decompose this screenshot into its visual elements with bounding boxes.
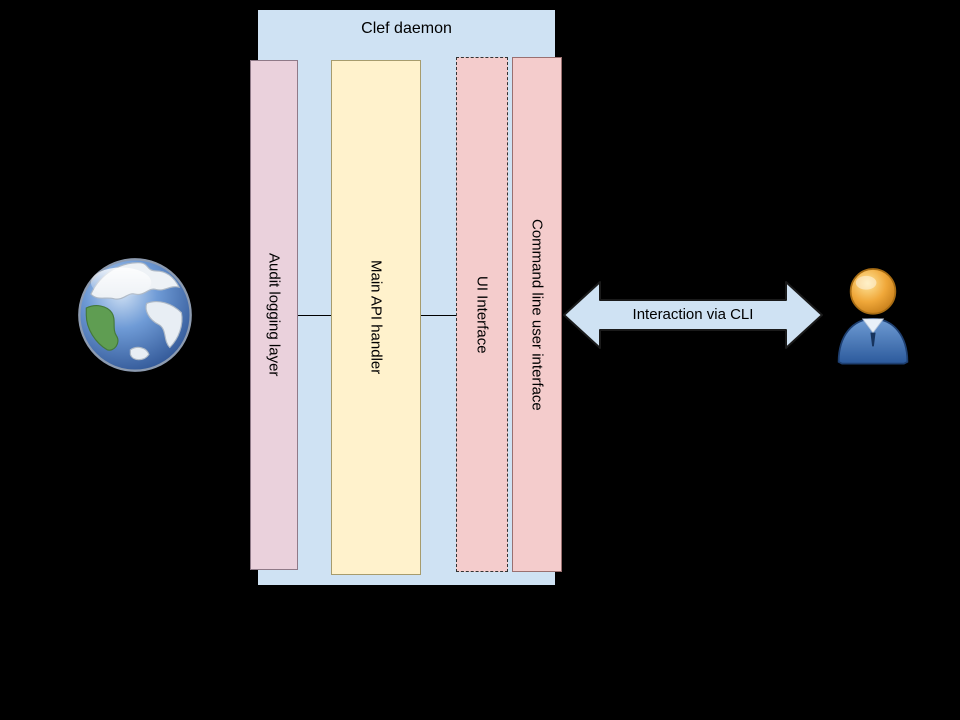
bar-audit-logging-layer: Audit logging layer bbox=[250, 60, 298, 570]
user-icon-svg bbox=[837, 268, 909, 365]
connector-line-globe-audit bbox=[186, 315, 250, 316]
user-icon bbox=[830, 256, 916, 368]
globe-icon bbox=[77, 257, 193, 373]
cli-interaction-arrow bbox=[562, 270, 824, 360]
clef-daemon-title: Clef daemon bbox=[361, 20, 452, 37]
cli-interaction-label: Interaction via CLI bbox=[632, 306, 754, 323]
bar-ui-label: UI Interface bbox=[473, 275, 491, 354]
bar-main-api-handler: Main API handler bbox=[331, 60, 421, 575]
connector-line-audit-api bbox=[298, 315, 331, 316]
bar-api-label: Main API handler bbox=[367, 260, 385, 375]
globe-icon-svg bbox=[78, 258, 192, 372]
connector-line-api-ui bbox=[421, 315, 456, 316]
bar-ui-interface: UI Interface bbox=[456, 57, 508, 572]
bar-cli-label: Command line user interface bbox=[528, 218, 546, 411]
double-arrow-icon bbox=[563, 281, 823, 349]
bar-command-line-user-interface: Command line user interface bbox=[512, 57, 562, 572]
bar-audit-label: Audit logging layer bbox=[265, 253, 283, 377]
